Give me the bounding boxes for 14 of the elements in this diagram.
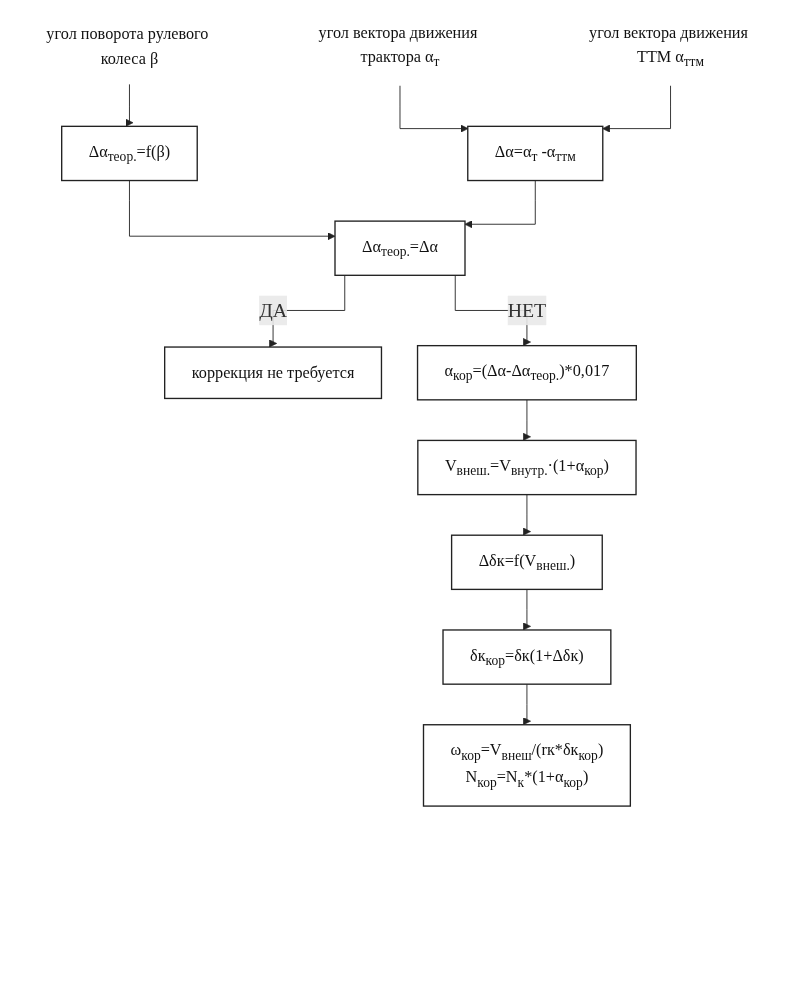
node-box: Δα$_{теор.}$=f(β) <box>61 125 198 182</box>
node-box: ω$_{кор}$=V$_{внеш}$/(rк*δк$_{кор}$) N$_{кор}$=N$_{к}$*(1+α$_{кор}$) <box>422 724 632 807</box>
edge-label: НЕТ <box>507 299 547 322</box>
node-text: угол поворота рулевого колеса β <box>46 24 209 68</box>
node-box: α$_{кор}$=(Δα-Δα$_{теор.}$)*0,017 <box>416 344 637 401</box>
node-box: Δα$_{теор.}$=Δα <box>334 220 466 276</box>
node-box: δк$_{кор}$=δк(1+Δδк) <box>442 629 612 685</box>
node-box: коррекция не требуется <box>164 346 383 400</box>
node-text: угол вектора движения трактора α$_{т}$ <box>318 23 478 70</box>
node-box: Δα=α$_{т}$ -α$_{ттм}$ <box>467 125 604 182</box>
node-box: V$_{внеш.}$=V$_{внутр.}$·(1+α$_{кор}$) <box>417 439 637 496</box>
node-text: угол вектора движения ТТМ α$_{ттм}$ <box>589 23 748 70</box>
edge-label: ДА <box>259 299 288 322</box>
node-box: Δδк=f(V$_{внеш.}$) <box>450 534 603 591</box>
